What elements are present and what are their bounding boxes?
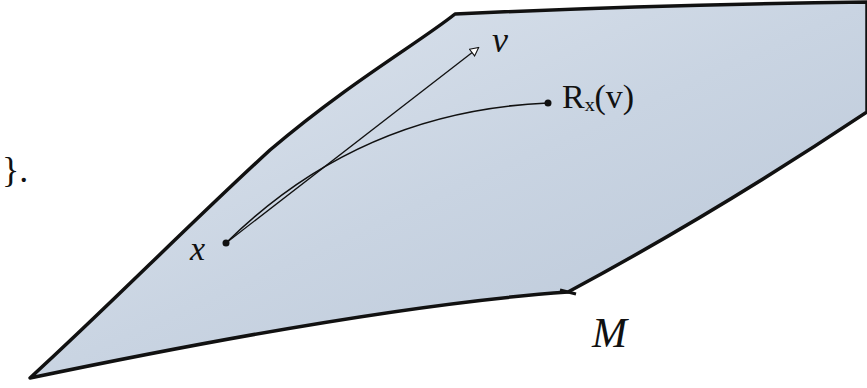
point-rx: [545, 100, 552, 107]
retraction-label: Rₓ(v): [562, 80, 634, 114]
cut-off-text: }.: [2, 152, 28, 188]
retraction-curve: [226, 103, 548, 243]
point-x: [223, 240, 230, 247]
vector-label: v: [492, 22, 508, 58]
manifold-surface: [30, 2, 867, 378]
surface-corner-notch: [560, 290, 576, 294]
tangent-vector: [226, 48, 478, 243]
point-label: x: [190, 232, 205, 266]
manifold-label: M: [592, 312, 627, 354]
